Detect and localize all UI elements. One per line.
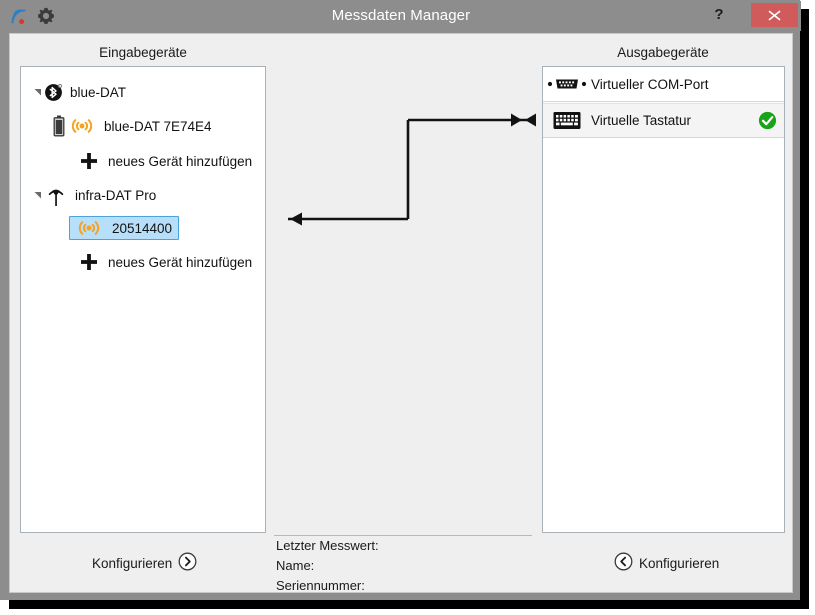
title-bar: Messdaten Manager ? <box>1 1 801 31</box>
client-area: Eingabegeräte Ausgabegeräte <box>9 33 793 593</box>
tree-item-label: neues Gerät hinzufügen <box>108 254 253 270</box>
output-item-virtual-keyboard[interactable]: Virtuelle Tastatur <box>543 103 784 138</box>
double-arrow-right-icon <box>511 113 536 127</box>
output-devices-header: Ausgabegeräte <box>617 45 709 60</box>
window-title: Messdaten Manager <box>331 7 471 24</box>
output-item-label: Virtueller COM-Port <box>591 76 709 92</box>
tree-item-label: infra-DAT Pro <box>75 187 157 203</box>
close-button[interactable] <box>751 3 798 27</box>
tree-item-label: blue-DAT <box>70 84 127 100</box>
battery-icon <box>51 115 67 137</box>
tree-item-add-device-2[interactable]: neues Gerät hinzufügen <box>77 249 252 275</box>
output-item-virtual-com-port[interactable]: Virtueller COM-Port <box>543 67 784 102</box>
chevron-left-circle-icon <box>614 552 633 574</box>
output-item-label: Virtuelle Tastatur <box>591 113 692 128</box>
keyboard-icon <box>543 111 591 130</box>
selected-item-highlight[interactable]: 20514400 <box>69 216 180 240</box>
single-arrow-left-icon <box>290 212 302 226</box>
configure-input-button[interactable]: Konfigurieren <box>92 550 197 576</box>
close-icon <box>768 10 781 21</box>
name-label: Name: <box>276 558 315 573</box>
output-devices-list[interactable]: Virtueller COM-Port <box>542 66 785 533</box>
gear-icon[interactable] <box>37 7 55 25</box>
tree-item-label: neues Gerät hinzufügen <box>108 153 253 169</box>
expander-collapse-icon[interactable] <box>31 79 44 105</box>
check-circle-icon <box>750 111 784 130</box>
bluetooth-icon <box>44 83 63 102</box>
antenna-tower-icon <box>44 183 68 207</box>
configure-input-label: Konfigurieren <box>92 555 173 571</box>
help-button[interactable]: ? <box>714 6 724 23</box>
wireless-signal-icon <box>67 116 97 136</box>
tree-item-20514400[interactable]: 20514400 <box>69 215 180 241</box>
wireless-signal-icon <box>73 218 105 238</box>
configure-output-button[interactable]: Konfigurieren <box>614 550 719 576</box>
serial-port-icon <box>543 75 591 93</box>
tree-item-label: blue-DAT 7E74E4 <box>104 118 212 134</box>
tree-item-label: 20514400 <box>112 220 173 236</box>
connection-diagram <box>266 66 542 533</box>
tree-item-infra-dat-pro[interactable]: infra-DAT Pro <box>31 182 156 208</box>
tree-item-add-device-1[interactable]: neues Gerät hinzufügen <box>77 148 252 174</box>
tree-item-blue-dat-7e74e4[interactable]: blue-DAT 7E74E4 <box>51 113 212 139</box>
signal-wave-icon <box>8 6 30 26</box>
application-window: Messdaten Manager ? Eingabegeräte Ausgab… <box>0 0 801 600</box>
input-devices-tree[interactable]: blue-DAT <box>20 66 266 533</box>
plus-icon <box>77 151 101 171</box>
configure-output-label: Konfigurieren <box>639 555 720 571</box>
chevron-right-circle-icon <box>178 552 197 574</box>
info-separator <box>274 535 532 536</box>
serial-number-label: Seriennummer: <box>276 578 365 593</box>
expander-collapse-icon[interactable] <box>31 182 44 208</box>
input-devices-header: Eingabegeräte <box>99 45 187 60</box>
tree-item-blue-dat[interactable]: blue-DAT <box>31 79 126 105</box>
last-measurement-label: Letzter Messwert: <box>276 538 379 553</box>
plus-icon <box>77 252 101 272</box>
